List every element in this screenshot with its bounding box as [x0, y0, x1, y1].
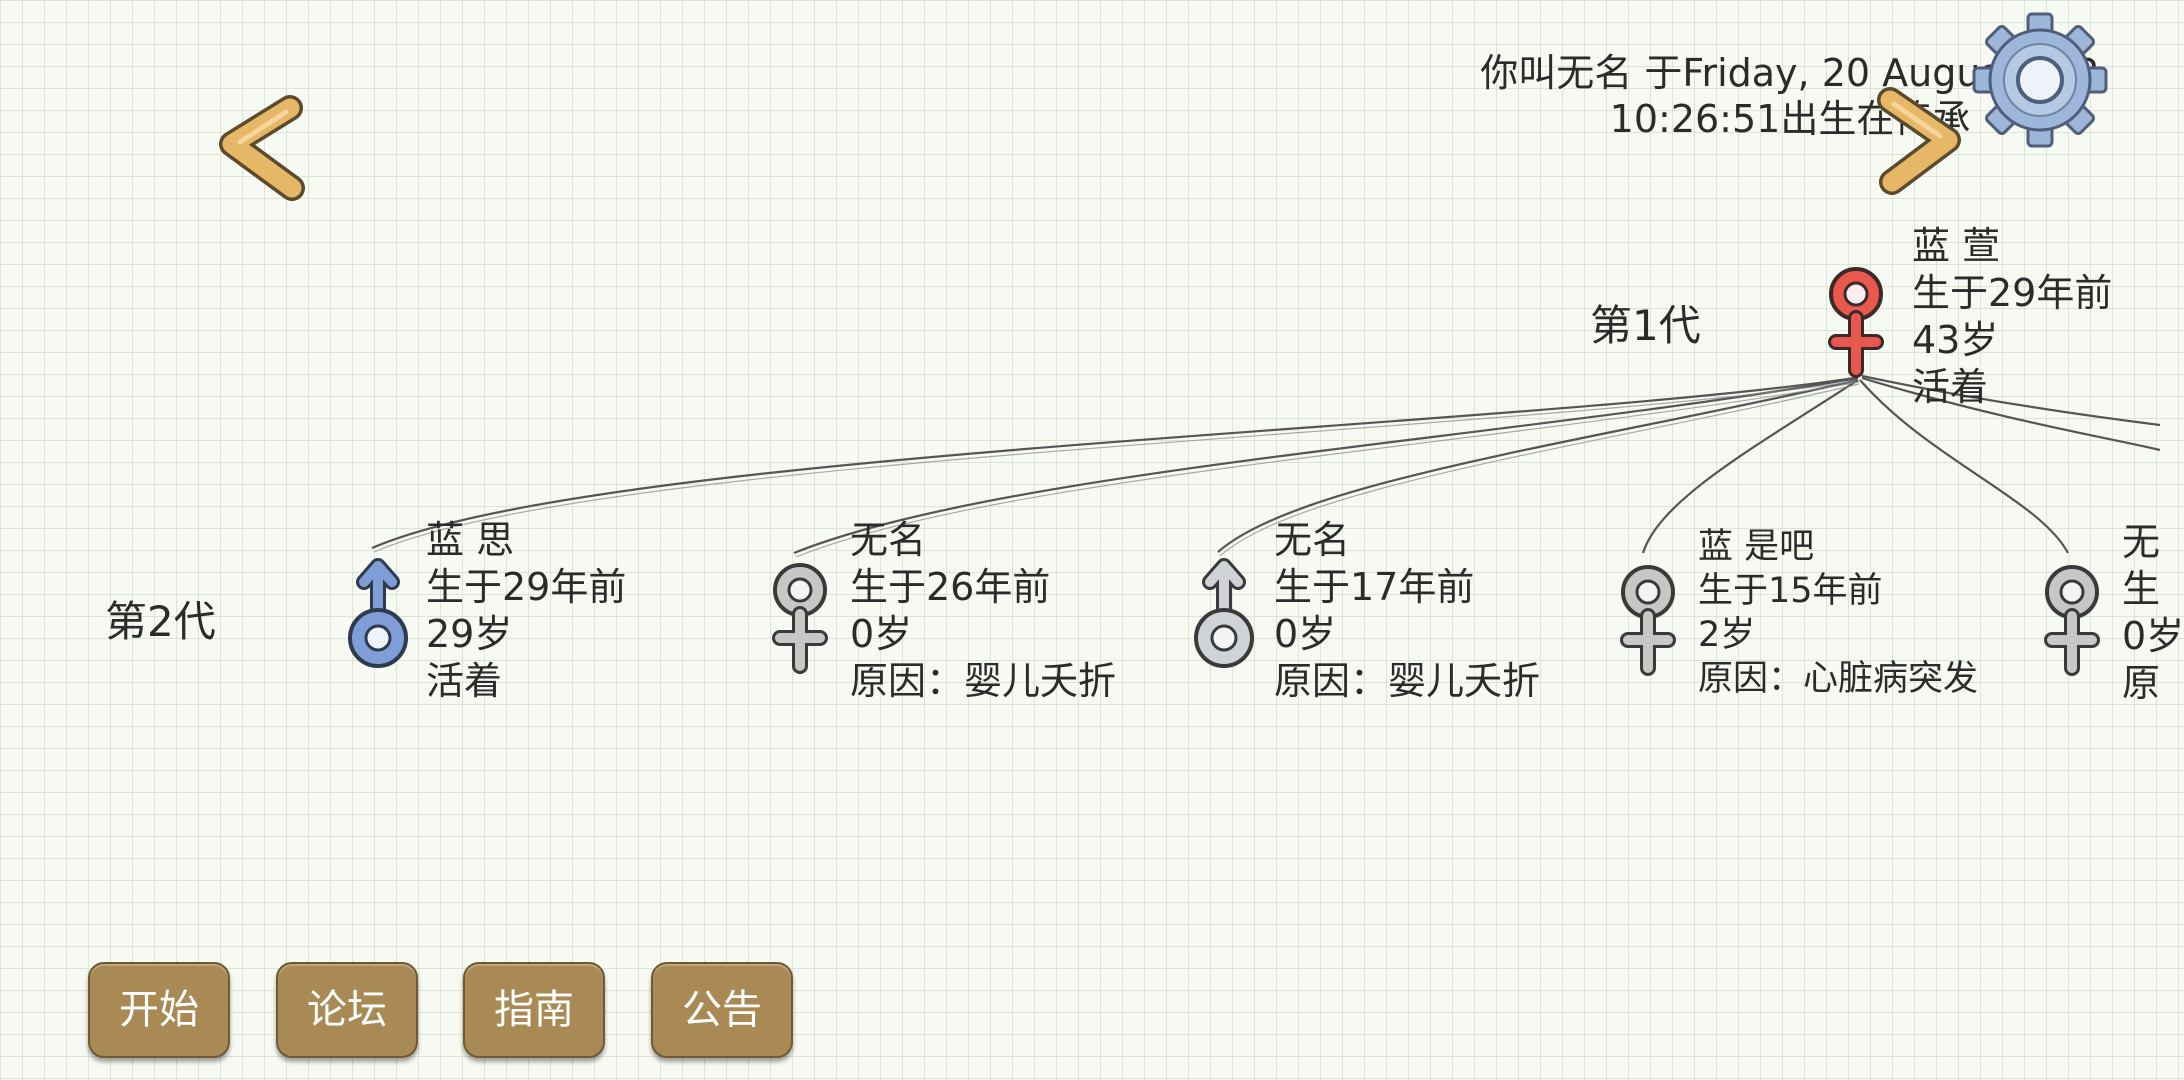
person-name: 蓝 思: [426, 518, 515, 562]
person-age: 0岁: [1274, 612, 1337, 656]
person-age: 0岁: [850, 612, 913, 656]
chevron-left-icon[interactable]: [210, 90, 310, 210]
person-status: 原因：婴儿夭折: [1274, 659, 1541, 703]
person-status: 活着: [426, 659, 503, 703]
person-info: 无 生 0岁 原: [2122, 519, 2184, 707]
person-born: 生于17年前: [1274, 565, 1475, 609]
person-info: 蓝 萱 生于29年前 43岁 活着: [1912, 223, 2112, 411]
person-born: 生于29年前: [426, 565, 627, 609]
person-info: 蓝 是吧 生于15年前 2岁 原因：心脏病突发: [1698, 525, 1978, 701]
generation-label-1: 第1代: [1590, 301, 1701, 350]
person-age: 0岁: [2122, 614, 2184, 658]
person-born: 生于26年前: [850, 565, 1051, 609]
person-born: 生: [2122, 567, 2161, 611]
person-age: 29岁: [426, 612, 513, 656]
forum-button[interactable]: 论坛: [276, 962, 418, 1058]
person-status: 原因：婴儿夭折: [850, 659, 1117, 703]
generation-label-2: 第2代: [105, 597, 216, 646]
start-button[interactable]: 开始: [88, 962, 230, 1058]
person-status: 原: [2122, 661, 2161, 705]
person-age: 43岁: [1912, 318, 1999, 362]
male-symbol-icon[interactable]: [1186, 554, 1264, 674]
chevron-right-icon[interactable]: [1870, 82, 1970, 202]
person-info: 无名 生于26年前 0岁 原因：婴儿夭折: [850, 517, 1116, 705]
person-name: 蓝 是吧: [1698, 527, 1815, 567]
person-name: 无: [2122, 520, 2161, 564]
person-info: 无名 生于17年前 0岁 原因：婴儿夭折: [1274, 517, 1540, 705]
person-name: 无名: [850, 518, 927, 562]
female-symbol-icon[interactable]: [2034, 556, 2112, 676]
female-symbol-icon[interactable]: [1818, 258, 1896, 378]
person-age: 2岁: [1698, 615, 1756, 655]
gear-icon[interactable]: [1970, 10, 2110, 150]
person-name: 无名: [1274, 518, 1351, 562]
person-info: 蓝 思 生于29年前 29岁 活着: [426, 517, 626, 705]
notice-button[interactable]: 公告: [651, 962, 793, 1058]
male-symbol-icon[interactable]: [340, 554, 418, 674]
person-name: 蓝 萱: [1912, 224, 2001, 268]
guide-button[interactable]: 指南: [463, 962, 605, 1058]
person-status: 活着: [1912, 365, 1989, 409]
person-status: 原因：心脏病突发: [1698, 659, 1979, 699]
female-symbol-icon[interactable]: [1610, 556, 1688, 676]
person-born: 生于15年前: [1698, 571, 1883, 611]
female-symbol-icon[interactable]: [762, 554, 840, 674]
person-born: 生于29年前: [1912, 271, 2113, 315]
